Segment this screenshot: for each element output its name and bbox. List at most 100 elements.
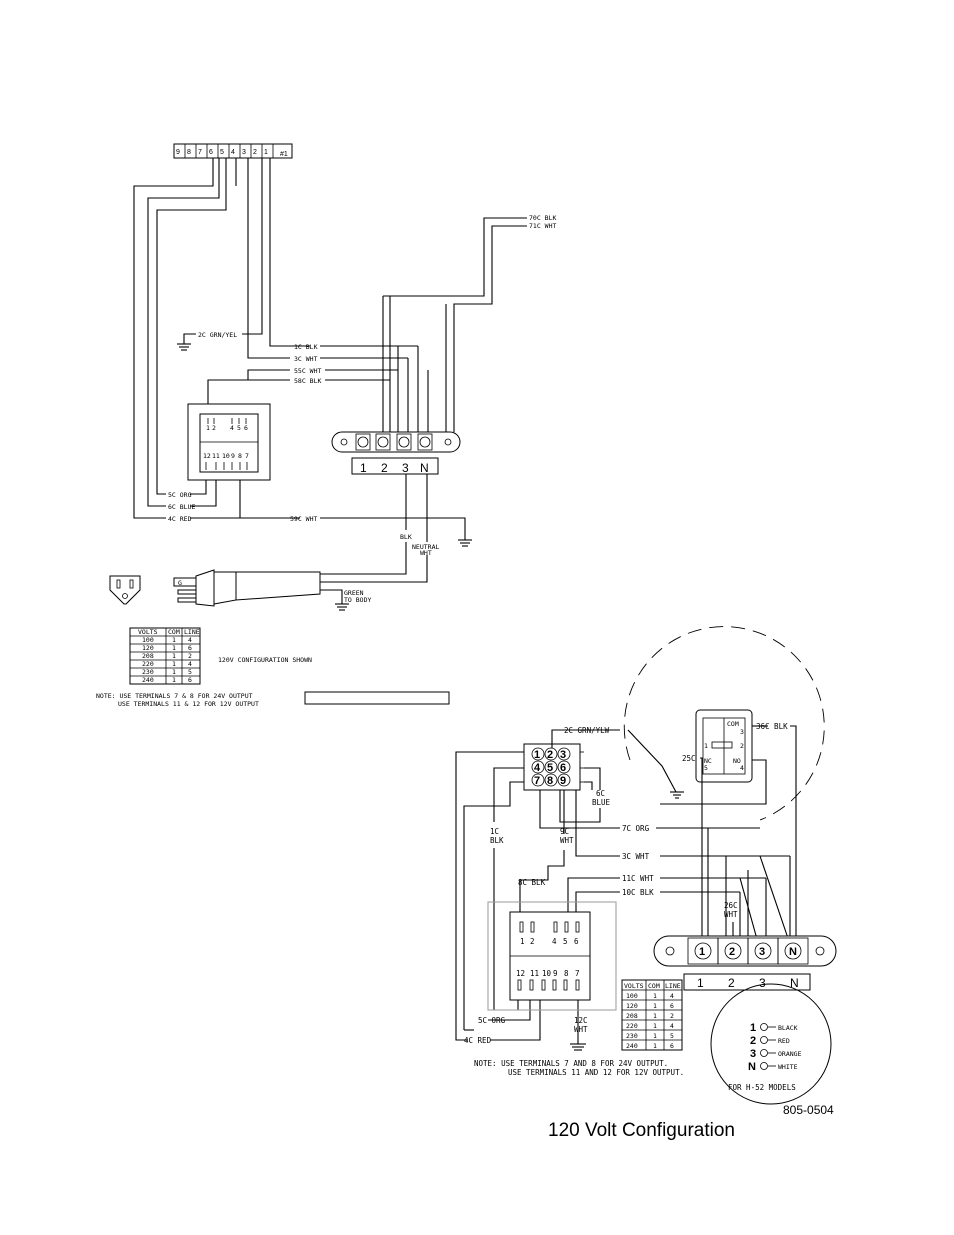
document-number: 805-0504 bbox=[783, 1103, 834, 1117]
strip-label: 5 bbox=[220, 149, 224, 156]
bottom-voltage-table: VOLTS COM LINE 100 1 4 120 1 6 208 1 2 2… bbox=[621, 979, 683, 1051]
wire-label: BLK bbox=[490, 836, 504, 845]
svg-text:COM: COM bbox=[648, 982, 660, 990]
svg-text:8: 8 bbox=[547, 775, 553, 787]
svg-text:1: 1 bbox=[172, 660, 176, 668]
svg-text:7: 7 bbox=[534, 775, 540, 787]
wire-label: WHT bbox=[574, 1025, 588, 1034]
svg-text:9: 9 bbox=[231, 452, 235, 460]
svg-text:230: 230 bbox=[142, 668, 154, 676]
strip-label: 2 bbox=[253, 149, 257, 156]
tb-label: 2 bbox=[381, 461, 388, 475]
svg-text:6: 6 bbox=[188, 644, 192, 652]
svg-text:3: 3 bbox=[740, 728, 744, 736]
svg-text:8: 8 bbox=[238, 452, 242, 460]
svg-text:7: 7 bbox=[575, 969, 580, 978]
wire-label: 10C BLK bbox=[622, 888, 654, 897]
top-note-line: USE TERMINALS 11 & 12 FOR 12V OUTPUT bbox=[118, 700, 259, 708]
config-note: 120V CONFIGURATION SHOWN bbox=[218, 656, 312, 664]
tb-label: 3 bbox=[759, 976, 766, 990]
tb-label: 1 bbox=[697, 976, 704, 990]
svg-text:5: 5 bbox=[704, 764, 708, 772]
svg-text:1: 1 bbox=[653, 1012, 657, 1020]
wire-label: WHT bbox=[420, 549, 432, 557]
power-cord-plug: G bbox=[173, 569, 321, 607]
svg-text:11: 11 bbox=[212, 452, 220, 460]
bottom-transformer: 1 2 4 5 6 12 11 10 9 8 7 bbox=[487, 901, 617, 1011]
top-terminal-block: 1 2 3 N bbox=[331, 431, 461, 475]
svg-text:N: N bbox=[789, 946, 797, 958]
wire-label: 26C bbox=[724, 901, 738, 910]
tb-label: N bbox=[420, 461, 429, 475]
svg-text:1: 1 bbox=[653, 1022, 657, 1030]
svg-text:3: 3 bbox=[750, 1048, 756, 1060]
svg-text:6: 6 bbox=[244, 424, 248, 432]
svg-text:6: 6 bbox=[188, 676, 192, 684]
svg-text:12: 12 bbox=[203, 452, 211, 460]
svg-text:10: 10 bbox=[542, 969, 552, 978]
svg-text:240: 240 bbox=[142, 676, 154, 684]
bottom-wires bbox=[455, 725, 797, 1051]
wire-label: 2C GRN/YEL bbox=[198, 331, 237, 339]
tb-label: N bbox=[790, 976, 799, 990]
h52-color-legend: 1 2 3 N BLACK RED ORANGE WHITE FOR H-52 … bbox=[710, 983, 832, 1105]
svg-text:COM: COM bbox=[168, 628, 180, 636]
svg-text:BLACK: BLACK bbox=[778, 1024, 798, 1032]
svg-text:3: 3 bbox=[560, 749, 566, 761]
strip-label: #1 bbox=[280, 151, 288, 158]
wire-label: WHT bbox=[560, 836, 574, 845]
bottom-plug-connector: 1 2 3 4 5 6 7 8 9 bbox=[520, 743, 584, 791]
strip-label: 3 bbox=[242, 149, 246, 156]
bottom-terminal-block: 1 2 3 N 1 2 3 N bbox=[653, 935, 837, 991]
wire-label: 3C WHT bbox=[622, 852, 650, 861]
wire-label: 2C GRN/YLW bbox=[564, 726, 610, 735]
wire-label: 59C WHT bbox=[290, 515, 317, 523]
wire-label: 58C BLK bbox=[294, 377, 321, 385]
svg-text:RED: RED bbox=[778, 1037, 790, 1045]
svg-text:2: 2 bbox=[212, 424, 216, 432]
svg-text:1: 1 bbox=[750, 1022, 756, 1034]
wire-label: 1C BLK bbox=[294, 343, 318, 351]
wire-label: BLUE bbox=[592, 798, 611, 807]
wire-label: 36C BLK bbox=[756, 722, 788, 731]
svg-text:5: 5 bbox=[237, 424, 241, 432]
svg-text:1: 1 bbox=[172, 668, 176, 676]
svg-text:LINE: LINE bbox=[184, 628, 200, 636]
svg-text:208: 208 bbox=[626, 1012, 638, 1020]
svg-text:N: N bbox=[748, 1061, 756, 1073]
wire-label: 5C ORG bbox=[478, 1016, 506, 1025]
top-transformer: 1 2 4 5 6 12 11 10 9 8 7 bbox=[187, 403, 271, 481]
svg-text:4: 4 bbox=[188, 660, 192, 668]
wire-label: 9C bbox=[560, 827, 569, 836]
svg-text:208: 208 bbox=[142, 652, 154, 660]
svg-text:9: 9 bbox=[553, 969, 558, 978]
top-terminal-strip: 9 8 7 6 5 4 3 2 1 #1 bbox=[173, 143, 293, 159]
strip-label: 8 bbox=[187, 149, 191, 156]
wire-label: 70C BLK bbox=[529, 214, 556, 222]
top-note-line: NOTE: USE TERMINALS 7 & 8 FOR 24V OUTPUT bbox=[96, 692, 253, 700]
svg-text:5: 5 bbox=[547, 762, 553, 774]
wire-label: 5C ORG bbox=[168, 491, 192, 499]
svg-text:3: 3 bbox=[759, 946, 765, 958]
svg-text:LINE: LINE bbox=[665, 982, 681, 990]
svg-text:VOLTS: VOLTS bbox=[138, 628, 158, 636]
svg-text:1: 1 bbox=[172, 652, 176, 660]
svg-text:4: 4 bbox=[534, 762, 541, 774]
svg-text:6: 6 bbox=[670, 1042, 674, 1050]
svg-text:1: 1 bbox=[520, 937, 525, 946]
svg-text:1: 1 bbox=[653, 992, 657, 1000]
svg-text:100: 100 bbox=[142, 636, 154, 644]
svg-text:4: 4 bbox=[670, 992, 674, 1000]
svg-text:8: 8 bbox=[564, 969, 569, 978]
svg-text:2: 2 bbox=[547, 749, 553, 761]
svg-text:VOLTS: VOLTS bbox=[624, 982, 644, 990]
wire-label: 8C BLK bbox=[518, 878, 546, 887]
svg-text:WHITE: WHITE bbox=[778, 1063, 798, 1071]
svg-text:240: 240 bbox=[626, 1042, 638, 1050]
svg-text:2: 2 bbox=[188, 652, 192, 660]
svg-text:1: 1 bbox=[653, 1042, 657, 1050]
svg-text:2: 2 bbox=[729, 946, 735, 958]
svg-text:2: 2 bbox=[750, 1035, 756, 1047]
relay: COM 3 1 2 NC 5 NO 4 bbox=[695, 709, 753, 783]
